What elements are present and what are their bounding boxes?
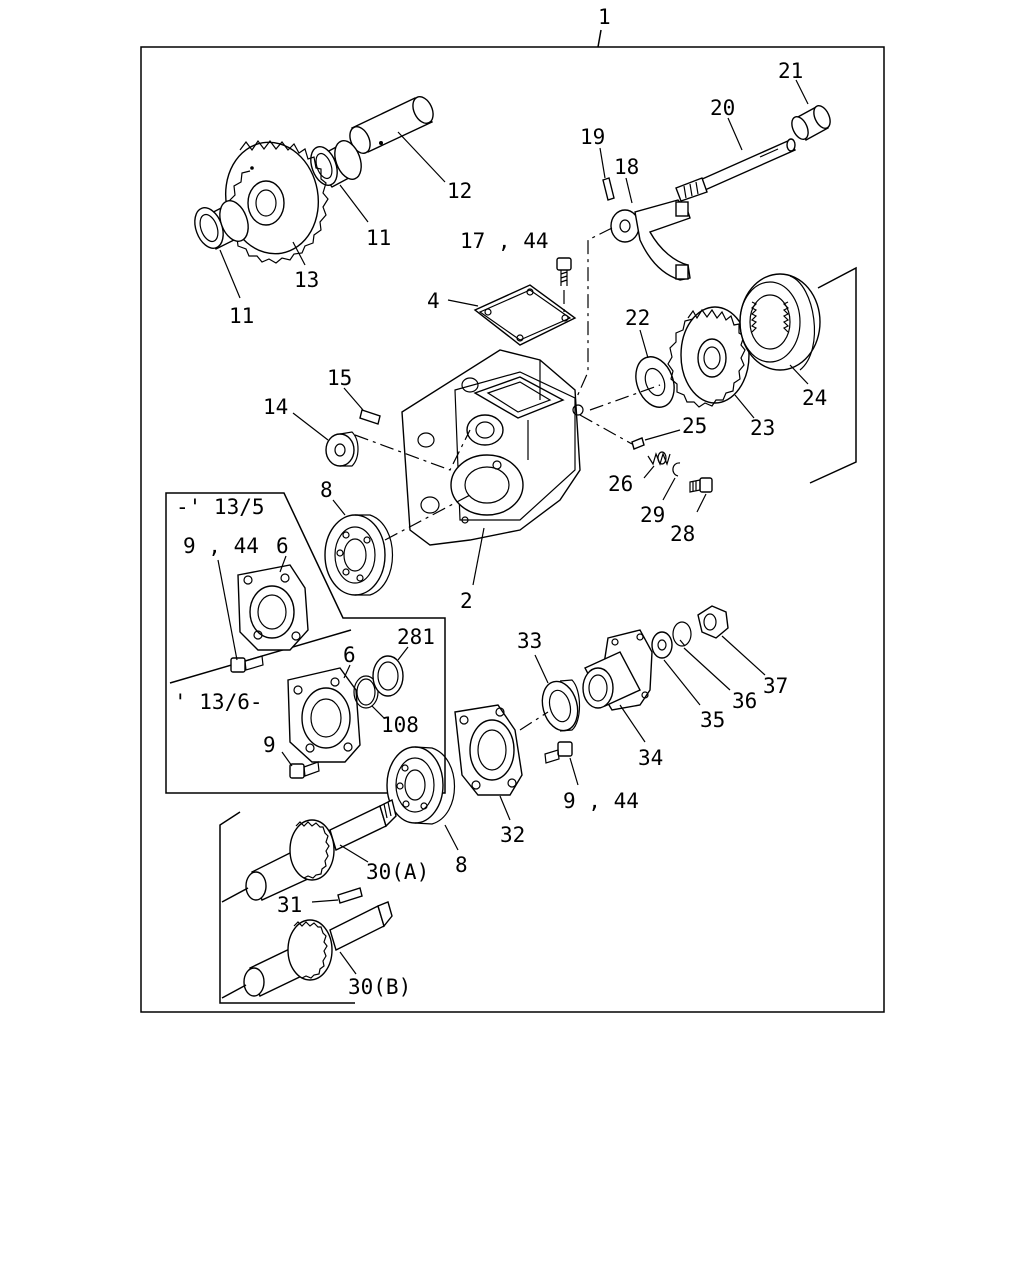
shift-fork-18 <box>610 199 691 281</box>
variant-before-label: -' 13/5 <box>176 495 265 519</box>
output-shaft-30b <box>243 901 393 997</box>
callout-30a: 30(A) <box>366 860 429 884</box>
gear-23 <box>667 306 750 408</box>
callout-12: 12 <box>447 179 472 203</box>
callout-28: 28 <box>670 522 695 546</box>
bearing-cover-6-before <box>237 564 309 651</box>
callout-36: 36 <box>732 689 757 713</box>
callout-32: 32 <box>500 823 525 847</box>
washer-22 <box>635 356 675 408</box>
callout-31: 31 <box>277 893 302 917</box>
callout-281: 281 <box>397 625 435 649</box>
callout-25: 25 <box>682 414 707 438</box>
callout-34: 34 <box>638 746 663 770</box>
output-shaft-30a <box>245 798 397 901</box>
callout-29: 29 <box>640 503 665 527</box>
pto-housing-2 <box>401 349 584 546</box>
callout-9-44-lower: 9 , 44 <box>563 789 639 813</box>
shaft-12 <box>349 96 434 154</box>
callout-6-after: 6 <box>343 643 356 667</box>
nut-37 <box>697 605 729 639</box>
bearing-cover-6-after <box>287 667 361 763</box>
callout-11-lower: 11 <box>229 304 254 328</box>
callout-21: 21 <box>778 59 803 83</box>
ball-bearing-8-upper <box>324 514 394 596</box>
output-shaft-bracket <box>219 811 355 1004</box>
variant-after-label: ' 13/6- <box>174 690 263 714</box>
washer-14 <box>325 431 359 467</box>
companion-flange-34 <box>582 629 653 711</box>
flange-32 <box>454 704 523 796</box>
callout-17-44: 17 , 44 <box>460 229 549 253</box>
callout-23: 23 <box>750 416 775 440</box>
shift-shaft-20 <box>675 138 796 202</box>
callout-4: 4 <box>427 289 440 313</box>
callout-22: 22 <box>625 306 650 330</box>
bolt-9-lower <box>544 741 573 764</box>
plug-bolt-28 <box>689 477 713 493</box>
callout-19: 19 <box>580 125 605 149</box>
callout-1: 1 <box>598 5 611 29</box>
callout-30b: 30(B) <box>348 975 411 999</box>
detent-ball-25 <box>631 437 645 450</box>
callout-35: 35 <box>700 708 725 732</box>
washer-35 <box>651 631 673 659</box>
callout-13: 13 <box>294 268 319 292</box>
callout-11-upper: 11 <box>366 226 391 250</box>
cover-plate-4 <box>473 284 577 346</box>
bolt-9-before <box>230 655 264 673</box>
key-31 <box>337 887 363 904</box>
callout-8-lower: 8 <box>455 853 468 877</box>
snap-ring-108 <box>353 675 379 709</box>
callout-37: 37 <box>763 674 788 698</box>
callout-9-44-before: 9 , 44 <box>183 534 259 558</box>
oil-seal-33 <box>541 679 581 732</box>
bushing-21 <box>791 105 831 141</box>
callout-14: 14 <box>263 395 288 419</box>
callout-18: 18 <box>614 155 639 179</box>
callout-24: 24 <box>802 386 827 410</box>
spring-pin-19 <box>602 177 615 201</box>
assembly-frame <box>140 46 885 1013</box>
bolt-17 <box>556 257 572 286</box>
callout-15: 15 <box>327 366 352 390</box>
lock-washer-36 <box>672 621 692 647</box>
variant-frame <box>165 492 446 794</box>
needle-bearing-11-lower <box>194 200 249 250</box>
callout-8-upper: 8 <box>320 478 333 502</box>
callout-26: 26 <box>608 472 633 496</box>
o-ring-281 <box>372 655 404 697</box>
callout-108: 108 <box>381 713 419 737</box>
callout-20: 20 <box>710 96 735 120</box>
dowel-pin-15 <box>359 409 381 425</box>
gasket-29 <box>672 462 681 477</box>
callout-9-after: 9 <box>263 733 276 757</box>
callout-2: 2 <box>460 589 473 613</box>
bolt-9-after <box>289 761 320 779</box>
spring-26 <box>647 451 671 466</box>
callout-33: 33 <box>517 629 542 653</box>
callout-6-before: 6 <box>276 534 289 558</box>
ball-bearing-8-lower <box>386 746 455 825</box>
sleeve-24 <box>739 273 821 371</box>
